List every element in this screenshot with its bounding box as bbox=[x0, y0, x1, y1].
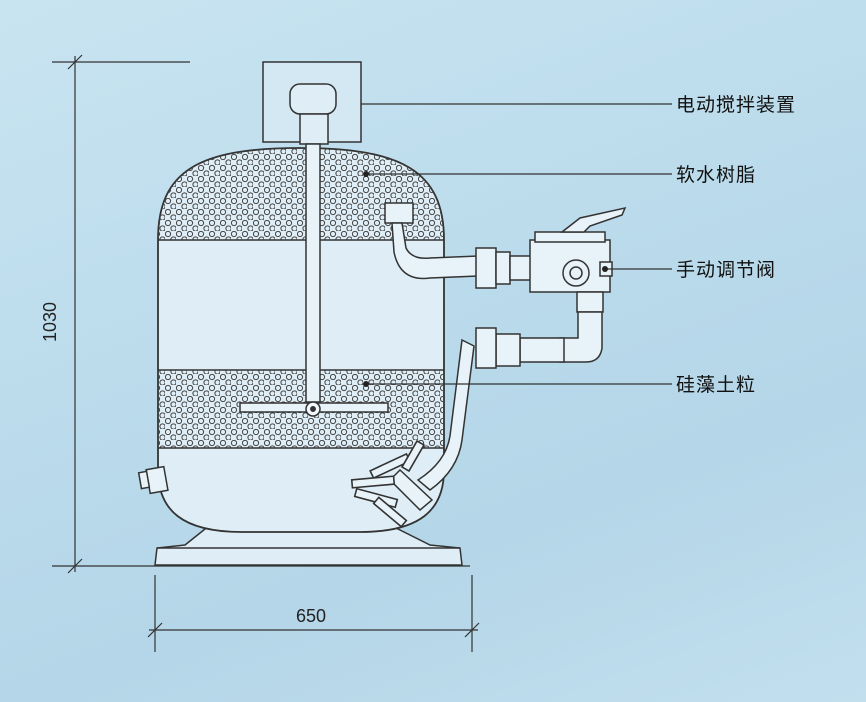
manual-valve bbox=[475, 206, 627, 369]
height-dimension: 1030 bbox=[40, 301, 60, 342]
leader-dots bbox=[363, 171, 608, 387]
collector-spray bbox=[350, 439, 426, 528]
stirrer-label: 电动搅拌装置 bbox=[676, 94, 797, 116]
valve-label: 手动调节阀 bbox=[676, 259, 777, 281]
electric-stirrer bbox=[239, 61, 389, 417]
drain-pipe bbox=[388, 338, 475, 512]
resin-layer bbox=[158, 148, 444, 240]
side-bolt bbox=[137, 465, 169, 495]
width-dimension: 650 bbox=[296, 606, 327, 626]
leader-lines bbox=[361, 103, 672, 385]
dimension-lines bbox=[52, 54, 480, 652]
tank-base bbox=[154, 524, 463, 566]
tank-body bbox=[157, 147, 445, 533]
resin-label: 软水树脂 bbox=[676, 164, 757, 186]
diatomite-label: 硅藻土粒 bbox=[676, 374, 757, 396]
